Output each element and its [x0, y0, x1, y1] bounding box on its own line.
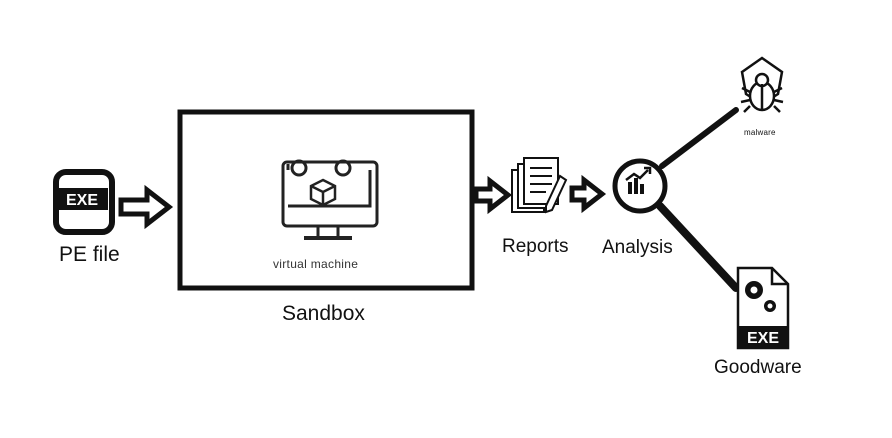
reports-icon [511, 157, 568, 214]
arrow-sandbox-to-reports [473, 175, 513, 215]
goodware-file-icon: EXE [736, 266, 790, 350]
pe-file-label: PE file [59, 243, 120, 266]
arrow-reports-to-analysis [569, 174, 607, 214]
exe-file-icon: EXE [53, 169, 115, 235]
arrow-pe-to-sandbox [118, 184, 174, 230]
goodware-label: Goodware [714, 357, 802, 378]
malware-label: malware [744, 128, 776, 137]
virtual-machine-icon [281, 159, 379, 240]
branch-line-goodware [656, 202, 740, 292]
malware-bug-icon [740, 56, 784, 113]
reports-label: Reports [502, 236, 569, 257]
goodware-exe-badge: EXE [747, 330, 779, 347]
analysis-magnifier-icon [612, 158, 668, 214]
virtual-machine-label: virtual machine [273, 257, 359, 271]
sandbox-label: Sandbox [282, 302, 365, 325]
exe-badge: EXE [66, 192, 98, 209]
analysis-label: Analysis [602, 237, 673, 258]
branch-line-malware [659, 107, 739, 169]
sandbox-box [177, 109, 475, 291]
